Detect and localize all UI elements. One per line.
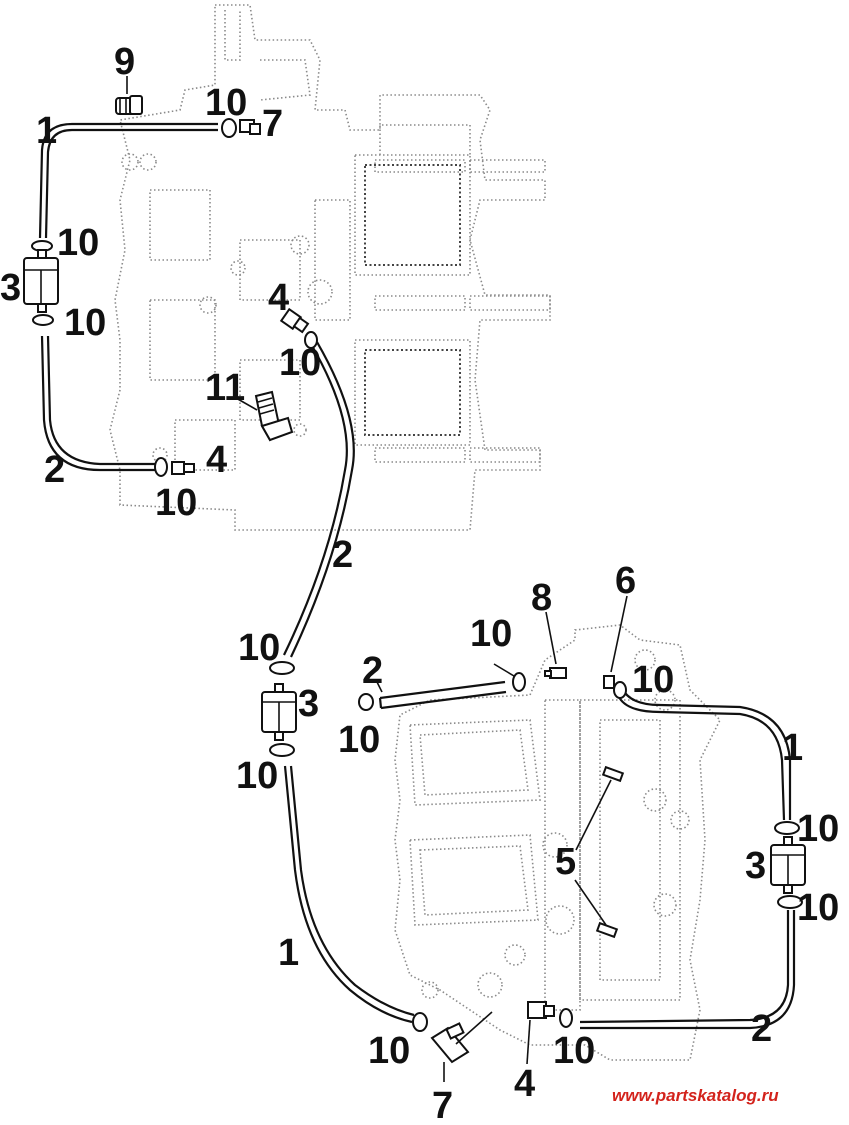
clamp-10-right-top [613, 681, 627, 699]
clamp-10-mid-upper [269, 661, 295, 675]
callout-9: 9 [114, 41, 135, 83]
lower-engine-block [394, 624, 721, 1061]
callout-5: 5 [555, 841, 576, 883]
callout-10-lower-left: 10 [155, 482, 197, 524]
callout-10-left-lower: 10 [64, 302, 106, 344]
clamp-10-lower-left [154, 457, 168, 477]
plug-part-9 [115, 95, 143, 115]
fuel-filter-part-3-right [770, 836, 806, 894]
fuel-filter-part-3-mid [261, 683, 297, 741]
fitting-part-4-bottom [527, 1001, 555, 1019]
elbow-part-7-bottom [430, 1022, 470, 1064]
fitting-part-8 [544, 667, 567, 679]
elbow-part-11 [254, 390, 294, 442]
callout-7-top: 7 [262, 103, 283, 145]
clamp-10-left-lower [32, 314, 54, 326]
clamp-10-top [221, 118, 237, 138]
callout-4-upper: 4 [268, 277, 289, 319]
callout-6: 6 [615, 560, 636, 602]
callout-2-right: 2 [751, 1008, 772, 1050]
clamp-10-horiz-right [512, 672, 526, 692]
fitting-part-6 [603, 675, 615, 689]
leader-lines [126, 76, 628, 1082]
callout-1-right: 1 [782, 727, 803, 769]
check-valve-part-5-lower [595, 921, 619, 939]
callout-4-bottom: 4 [514, 1063, 535, 1105]
fitting-part-4-left [171, 461, 195, 475]
clamp-10-upper-4 [304, 331, 318, 349]
callout-3-mid: 3 [298, 683, 319, 725]
callout-2-horiz: 2 [362, 650, 383, 692]
callout-2-mid: 2 [332, 534, 353, 576]
callout-8: 8 [531, 577, 552, 619]
clamp-10-horiz-left [358, 693, 374, 711]
check-valve-part-5-upper [601, 765, 625, 783]
callout-1-lower: 1 [278, 932, 299, 974]
fuel-filter-part-3-left [23, 249, 59, 313]
fuel-parts [23, 95, 806, 1064]
callout-10-left-upper: 10 [57, 222, 99, 264]
fitting-part-4-upper [279, 307, 310, 334]
callout-2-left: 2 [44, 449, 65, 491]
callout-11: 11 [205, 367, 245, 409]
clamp-10-right-upper [774, 821, 800, 835]
fuel-hoses [38, 122, 796, 1030]
callout-10-horiz-left: 10 [338, 719, 380, 761]
callout-7-bottom: 7 [432, 1085, 453, 1125]
callout-10-mid-upper: 10 [238, 627, 280, 669]
clamp-10-mid-lower [269, 743, 295, 757]
callout-10-mid-lower: 10 [236, 755, 278, 797]
callout-10-horiz-right: 10 [470, 613, 512, 655]
clamp-10-bottom-left [412, 1012, 428, 1032]
callout-10-upper: 10 [279, 342, 321, 384]
callout-labels: 9 10 7 1 10 3 10 4 10 11 2 4 10 2 10 3 1… [0, 41, 839, 1125]
callout-10-right-upper: 10 [797, 808, 839, 850]
callout-3-left: 3 [0, 267, 21, 309]
callout-4-left: 4 [206, 439, 227, 481]
fitting-part-7-top [239, 119, 261, 135]
callout-1-top: 1 [36, 110, 57, 152]
watermark-url: www.partskatalog.ru [612, 1086, 779, 1105]
callout-10-right-lower: 10 [797, 887, 839, 929]
callout-3-right: 3 [745, 845, 766, 887]
callout-10-bottom-left: 10 [368, 1030, 410, 1072]
clamp-10-bottom-right [559, 1008, 573, 1028]
clamp-10-right-lower [777, 895, 803, 909]
callout-10-top: 10 [205, 82, 247, 124]
callout-10-right-top: 10 [632, 659, 674, 701]
callout-10-bottom-right: 10 [553, 1030, 595, 1072]
upper-engine-block [109, 4, 551, 531]
